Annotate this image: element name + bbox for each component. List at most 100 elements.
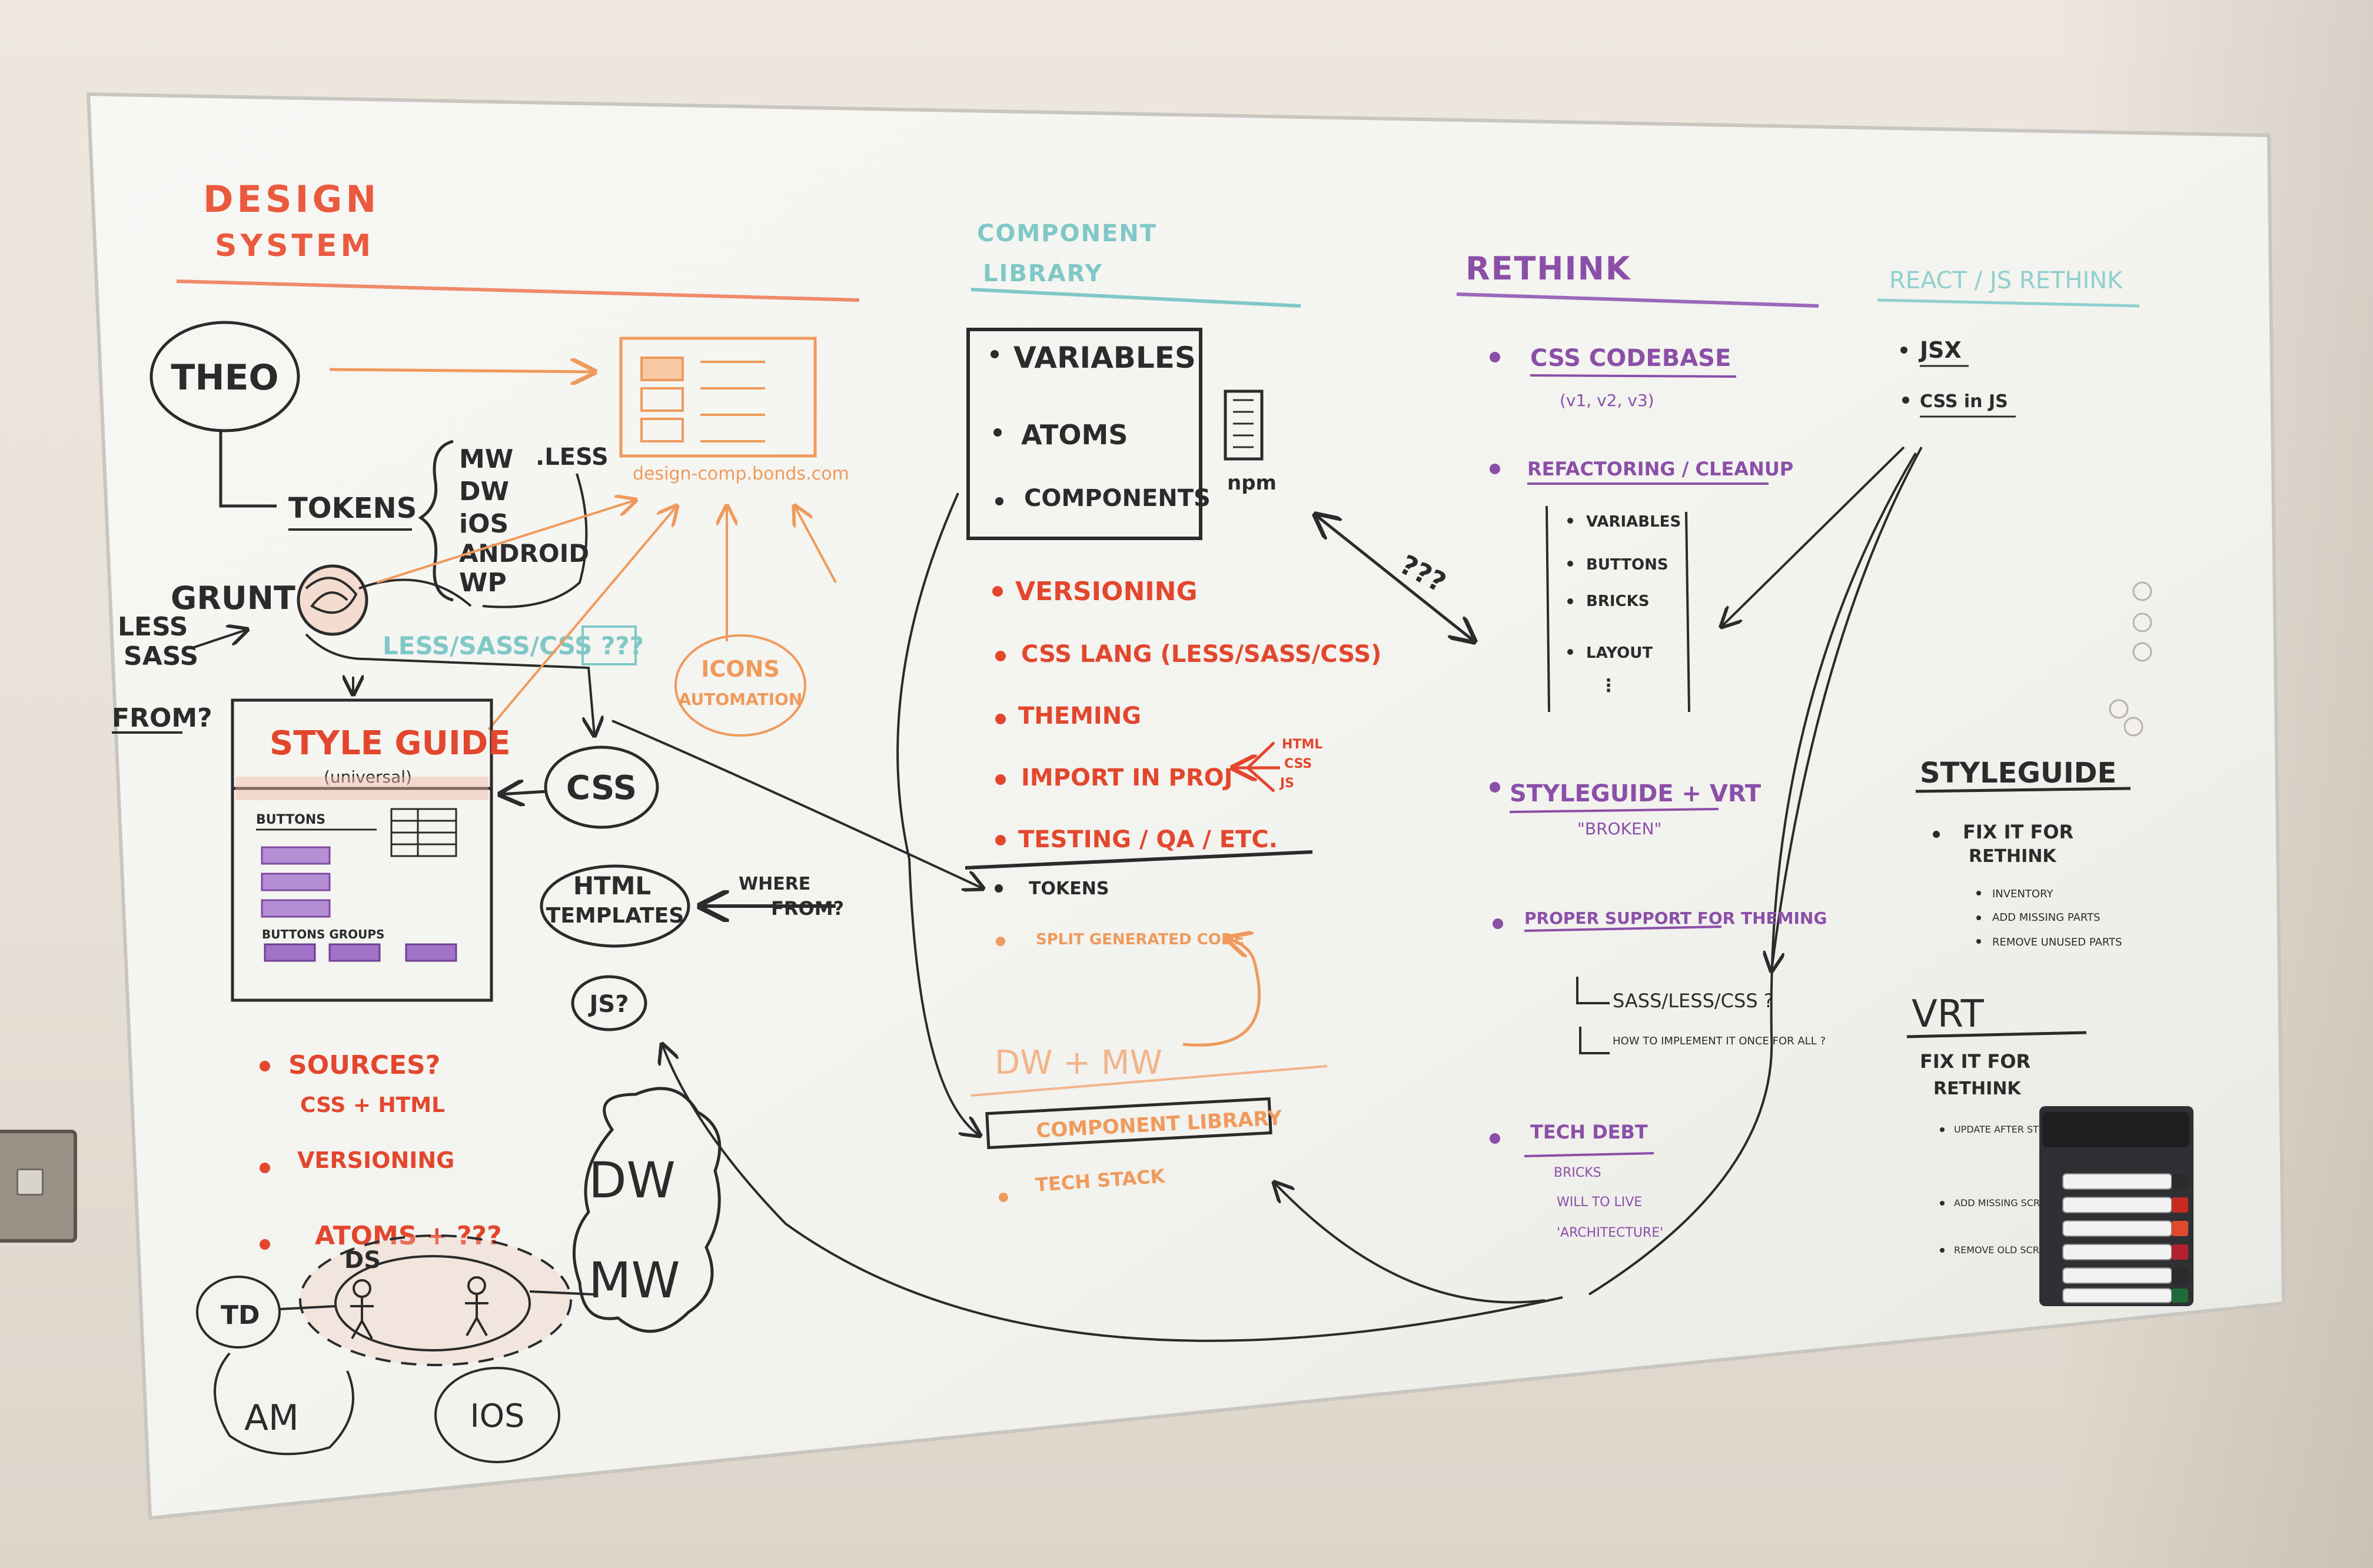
vrt-sub-bullet-3 bbox=[1940, 1248, 1945, 1253]
whiteboard-marker-icon bbox=[2062, 1220, 2188, 1237]
red-bullet-1 bbox=[992, 586, 1003, 597]
tokens-bullet bbox=[995, 884, 1003, 893]
grunt-to-guide-line bbox=[305, 633, 594, 735]
styleguide-sub-add: ADD MISSING PARTS bbox=[1992, 911, 2101, 924]
ds-to-cloud-line bbox=[529, 1290, 595, 1296]
theo-bubble bbox=[149, 321, 300, 432]
platforms-brace bbox=[418, 440, 454, 602]
ds-bullet-atoms: ATOMS + ??? bbox=[315, 1221, 502, 1251]
rethink-bullet-3 bbox=[1490, 782, 1500, 793]
component-rethink-double-arrow bbox=[1315, 515, 1474, 641]
pins bbox=[2109, 581, 2152, 737]
big-curve-bottom bbox=[662, 1044, 1563, 1342]
ds-bullet-dot-1 bbox=[260, 1061, 270, 1071]
red-bullet-4 bbox=[995, 774, 1006, 785]
html-label: HTML bbox=[573, 871, 651, 900]
am-label: AM bbox=[244, 1397, 299, 1439]
red-bullet-5 bbox=[995, 835, 1006, 845]
red-item-theming: THEMING bbox=[1018, 703, 1141, 730]
css-to-guide-arrow bbox=[500, 791, 548, 794]
refactor-sub-bullet-3 bbox=[1567, 598, 1573, 604]
theo-label: THEO bbox=[171, 357, 278, 398]
style-guide-title: STYLE GUIDE bbox=[270, 724, 511, 763]
refactor-sub-bullet-2 bbox=[1567, 561, 1573, 567]
big-curve-left bbox=[896, 492, 980, 1136]
from-label: FROM? bbox=[112, 703, 212, 733]
grunt-to-tokens-line bbox=[358, 578, 472, 607]
ds-bullet-sources-sub: CSS + HTML bbox=[300, 1093, 445, 1117]
component-library-title-line2: LIBRARY bbox=[983, 260, 1103, 287]
light-switch-icon bbox=[0, 1130, 77, 1243]
stick-figure-right-icon bbox=[465, 1276, 488, 1336]
rethink-styleguide-underline bbox=[1509, 808, 1719, 813]
ds-oval bbox=[334, 1255, 531, 1351]
design-comp-site-caption: design-comp.bonds.com bbox=[633, 464, 849, 484]
refactor-sub-variables: VARIABLES bbox=[1586, 513, 1681, 531]
styleguide-bullet bbox=[1933, 831, 1940, 838]
css-label: CSS bbox=[566, 769, 637, 807]
less-sass-arrow bbox=[194, 630, 247, 648]
pin-icon bbox=[2132, 642, 2152, 662]
rethink-proper-support: PROPER SUPPORT FOR THEMING bbox=[1524, 908, 1827, 928]
purple-button-swatch-2 bbox=[261, 873, 331, 891]
react-to-theming-curve bbox=[1772, 447, 1923, 971]
ds-bullet-dot-3 bbox=[260, 1239, 270, 1250]
platform-android: ANDROID bbox=[459, 539, 589, 568]
tech-debt-sub-bricks: BRICKS bbox=[1554, 1166, 1601, 1180]
tokens-item: TOKENS bbox=[1029, 878, 1109, 899]
tech-stack-bullet bbox=[999, 1193, 1008, 1202]
design-system-title-line1: DESIGN bbox=[203, 178, 380, 221]
stick-figure-left-icon bbox=[350, 1279, 374, 1339]
vrt-sub-add: ADD MISSING SCREENS bbox=[1954, 1197, 2065, 1209]
mw-label: MW bbox=[589, 1251, 680, 1309]
icons-automation-bubble bbox=[674, 634, 806, 737]
component-library-item-box bbox=[985, 1097, 1272, 1150]
styleguide-item-line1: FIX IT FOR bbox=[1963, 821, 2073, 843]
import-note-brace bbox=[1245, 741, 1275, 793]
icons-label: ICONS bbox=[701, 656, 780, 682]
rethink-tech-debt: TECH DEBT bbox=[1530, 1121, 1648, 1143]
design-system-title-line2: SYSTEM bbox=[215, 228, 374, 264]
styleguide-title: STYLEGUIDE bbox=[1920, 757, 2116, 790]
refactoring-bracket-right bbox=[1685, 511, 1690, 713]
react-jsx: JSX bbox=[1918, 337, 1962, 363]
red-item-testing: TESTING / QA / ETC. bbox=[1018, 826, 1278, 853]
react-to-bottom-curve bbox=[1588, 452, 1917, 1296]
vrt-item-line1: FIX IT FOR bbox=[1920, 1050, 2030, 1073]
theming-branch-1 bbox=[1576, 977, 1610, 1004]
platform-wp: WP bbox=[459, 568, 507, 598]
whiteboard-marker-icon bbox=[2062, 1267, 2188, 1284]
pin-icon bbox=[2109, 699, 2129, 719]
component-library-section: COMPONENT LIBRARY VARIABLES ATOMS COMPON… bbox=[611, 220, 1923, 1342]
react-bullet-1 bbox=[1900, 347, 1907, 354]
purple-button-swatch-3 bbox=[261, 899, 331, 918]
ds-bullet-versioning: VERSIONING bbox=[297, 1147, 454, 1173]
rethink-styleguide-vrt: STYLEGUIDE + VRT bbox=[1510, 780, 1762, 807]
rethink-styleguide-sub: "BROKEN" bbox=[1577, 819, 1661, 838]
npm-package-lines bbox=[1233, 399, 1254, 448]
html-templates-bubble bbox=[540, 864, 690, 948]
npm-label: npm bbox=[1227, 471, 1277, 495]
automation-label: AUTOMATION bbox=[679, 690, 803, 709]
pipeline-question-box bbox=[581, 625, 637, 665]
grunt-scribble bbox=[297, 564, 368, 636]
refactor-sub-bullet-4 bbox=[1567, 649, 1573, 655]
am-bubble bbox=[214, 1352, 354, 1456]
react-css-in-js: CSS in JS bbox=[1920, 391, 2008, 412]
refactor-sub-layout: LAYOUT bbox=[1586, 644, 1653, 662]
refactor-sub-more: ⋮ bbox=[1600, 675, 1617, 696]
where-label: WHERE bbox=[739, 874, 810, 894]
styleguide-sub-bullet-3 bbox=[1976, 939, 1981, 944]
react-js-title: REACT / JS RETHINK bbox=[1889, 267, 2123, 294]
button-group-swatch-3 bbox=[405, 943, 457, 962]
td-circle bbox=[196, 1276, 281, 1349]
rethink-bullet-5 bbox=[1490, 1133, 1500, 1144]
dw-mw-label: DW + MW bbox=[995, 1044, 1162, 1082]
td-label: TD bbox=[221, 1300, 260, 1330]
theming-sub-sass: SASS/LESS/CSS ? bbox=[1613, 990, 1774, 1012]
box-item-components: COMPONENTS bbox=[1024, 485, 1211, 512]
react-to-refactor-arrow bbox=[1721, 446, 1905, 627]
theming-sub-how: HOW TO IMPLEMENT IT ONCE FOR ALL ? bbox=[1613, 1035, 1826, 1047]
vrt-item-line2: RETHINK bbox=[1933, 1078, 2022, 1099]
theo-to-tokens-line bbox=[219, 430, 277, 508]
